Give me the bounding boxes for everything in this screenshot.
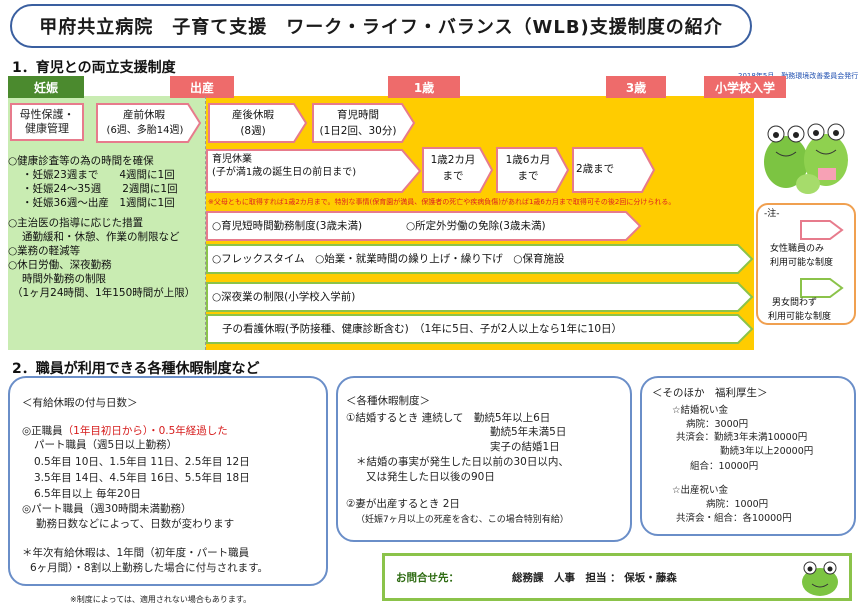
- welfare-title: ＜そのほか 福利厚生＞: [652, 387, 768, 399]
- sick-child-arrow: [206, 314, 754, 344]
- paid-leave-line: 6ヶ月間）・8割以上勤務した場合に付与されます。: [30, 562, 269, 574]
- paid-leave-line: パート職員（週5日以上勤務）: [34, 439, 178, 451]
- paid-leave-title: ＜有給休暇の付与日数＞: [22, 397, 138, 409]
- phase-birth: 出産: [170, 76, 234, 98]
- phase-pregnancy: 妊娠: [8, 76, 84, 98]
- special-leave-line: 又は発生した日以後の90日: [366, 471, 495, 483]
- special-leave-line: 勤続5年未満5日: [490, 426, 567, 438]
- extension-2-line1: 1歳6カ月: [505, 154, 551, 166]
- extension-1-line2: まで: [442, 170, 464, 182]
- welfare-line: 組合：10000円: [690, 461, 759, 472]
- special-leave-line: ①結婚するとき 連続して 勤続5年以上6日: [346, 412, 551, 424]
- childcare-leave-title: 育児休業: [212, 154, 252, 165]
- welfare-line: ☆出産祝い金: [672, 485, 729, 496]
- paid-leave-line: ◎パート職員（週30時間未満勤務）: [22, 503, 192, 515]
- short-time-label: ○育児短時間勤務制度(3歳未満): [212, 220, 363, 232]
- phase-age1: 1歳: [388, 76, 460, 98]
- extension-3-arrow: [572, 147, 656, 193]
- contact-label: お問合せ先：: [396, 572, 459, 584]
- welfare-line: ☆結婚祝い金: [672, 405, 729, 416]
- welfare-line: 勤続3年以上20000円: [720, 446, 814, 457]
- extension-1-arrow: [422, 147, 494, 193]
- special-leave-title: ＜各種休暇制度＞: [346, 395, 430, 407]
- overtime-exempt-label: ○所定外労働の免除(3歳未満): [406, 220, 546, 232]
- list-item: ○休日労働、深夜勤務: [8, 259, 112, 271]
- paid-leave-line: 0.5年目 10日、1.5年目 11日、2.5年目 12日: [34, 456, 250, 468]
- phase-age3: 3歳: [606, 76, 666, 98]
- list-item: ・妊娠23週まで 4週間に1回: [22, 169, 175, 181]
- prenatal-leave-arrow: [96, 103, 202, 143]
- legend-female-only-1: 女性職員のみ: [770, 244, 825, 254]
- frog-family-illustration: [764, 123, 848, 194]
- legend-both-2: 利用可能な制度: [768, 312, 832, 322]
- extension-2-arrow: [496, 147, 570, 193]
- paid-leave-panel: [8, 376, 328, 586]
- contact-box: [382, 553, 852, 601]
- contact-value: 総務課 人事 担当 ： 保坂・藤森: [512, 572, 677, 584]
- paid-leave-line: 3.5年目 14日、4.5年目 16日、5.5年目 18日: [34, 472, 250, 484]
- paid-leave-line: ＊年次有給休暇は、1年間（初年度・パート職員: [22, 547, 250, 559]
- childcare-red-note: ※父母ともに取得すれば1歳2カ月まで。特別な事情(保育園が満員、保護者の死亡や疾…: [208, 198, 676, 206]
- list-item: ○業務の軽減等: [8, 245, 81, 257]
- short-time-arrow: [206, 211, 642, 241]
- legend-both-1: 男女問わず: [772, 298, 818, 308]
- welfare-line: 病院：3000円: [686, 419, 749, 430]
- childcare-leave-arrow: [206, 149, 422, 193]
- extension-2-line2: まで: [517, 170, 539, 182]
- list-item: ○主治医の指導に応じた措置: [8, 217, 144, 229]
- postnatal-leave-title: 産後休暇: [232, 109, 274, 121]
- legend-female-only-2: 利用可能な制度: [770, 258, 834, 268]
- phase-school: 小学校入学: [704, 76, 786, 98]
- section2-heading: 2．職員が利用できる各種休暇制度など: [12, 361, 260, 377]
- extension-3-label: 2歳まで: [576, 163, 615, 175]
- frog-icon: [802, 561, 838, 596]
- prenatal-leave-detail: (6週、多胎14週): [106, 125, 184, 136]
- list-item: ・妊娠24～35週 2週間に1回: [22, 183, 178, 195]
- special-leave-line: 実子の結婚1日: [490, 441, 560, 453]
- sick-child-label: 子の看護休暇(予防接種、健康診断含む) （1年に5日、子が2人以上なら1年に10…: [222, 323, 623, 335]
- pregnancy-protection-box: 母性保護・健康管理: [10, 103, 84, 141]
- footnote: ※制度によっては、適用されない場合もあります。: [70, 595, 252, 604]
- paid-leave-line: 6.5年目以上 毎年20日: [34, 488, 141, 500]
- flex-arrow: [206, 244, 754, 274]
- page-title: 甲府共立病院 子育て支援 ワーク・ライフ・バランス（WLB)支援制度の紹介: [10, 4, 752, 48]
- extension-1-line1: 1歳2カ月: [430, 154, 476, 166]
- pregnancy-measures-list: ○健康診査等の為の時間を確保 ・妊娠23週まで 4週間に1回 ・妊娠24～35週…: [8, 154, 195, 300]
- childcare-time-detail: (1日2回、30分): [319, 125, 397, 137]
- prenatal-leave-title: 産前休暇: [123, 109, 165, 121]
- childcare-time-title: 育児時間: [337, 109, 379, 121]
- list-item: 時間外勤務の制限: [22, 273, 106, 285]
- paid-leave-line: 勤務日数などによって、日数が変わります: [36, 518, 235, 530]
- childcare-leave-detail: (子が満1歳の誕生日の前日まで): [212, 167, 357, 178]
- special-leave-panel: [336, 376, 632, 542]
- section1-heading: 1．育児との両立支援制度: [12, 60, 176, 76]
- special-leave-line: ＊結婚の事実が発生した日以前の30日以内、: [356, 456, 569, 468]
- paid-leave-regular: ◎正職員（1年目初日から）・0.5年経過した: [22, 425, 228, 437]
- night-limit-label: ○深夜業の制限(小学校入学前): [212, 291, 356, 303]
- postnatal-leave-detail: (8週): [240, 125, 266, 137]
- special-leave-line: （妊娠7ヶ月以上の死産を含む、この場合特別有給）: [356, 515, 569, 525]
- welfare-panel: [640, 376, 856, 536]
- welfare-line: 病院：1000円: [706, 499, 769, 510]
- legend-title: -注-: [764, 209, 780, 219]
- list-item: ○健康診査等の為の時間を確保: [8, 155, 154, 167]
- list-item: 通勤緩和・休憩、作業の制限など: [22, 231, 180, 243]
- postnatal-leave-arrow: [208, 103, 308, 143]
- list-item: ・妊娠36週～出産 1週間に1回: [22, 197, 175, 209]
- welfare-line: 共済会：勤続3年未満10000円: [676, 432, 808, 443]
- birth-divider: [205, 96, 206, 350]
- childcare-time-arrow: [312, 103, 416, 143]
- night-limit-arrow: [206, 282, 754, 312]
- special-leave-line: ②妻が出産するとき 2日: [346, 498, 460, 510]
- welfare-line: 共済会・組合：各10000円: [676, 513, 792, 524]
- date-note: 2018年5月 勤務環境改善委員会発行: [738, 72, 859, 80]
- legend-pink-arrow: [800, 220, 844, 240]
- flex-label: ○フレックスタイム ○始業・就業時間の繰り上げ・繰り下げ ○保育施設: [212, 253, 565, 265]
- legend-green-arrow: [800, 278, 844, 298]
- list-item: （1ヶ月24時間、1年150時間が上限）: [12, 287, 196, 299]
